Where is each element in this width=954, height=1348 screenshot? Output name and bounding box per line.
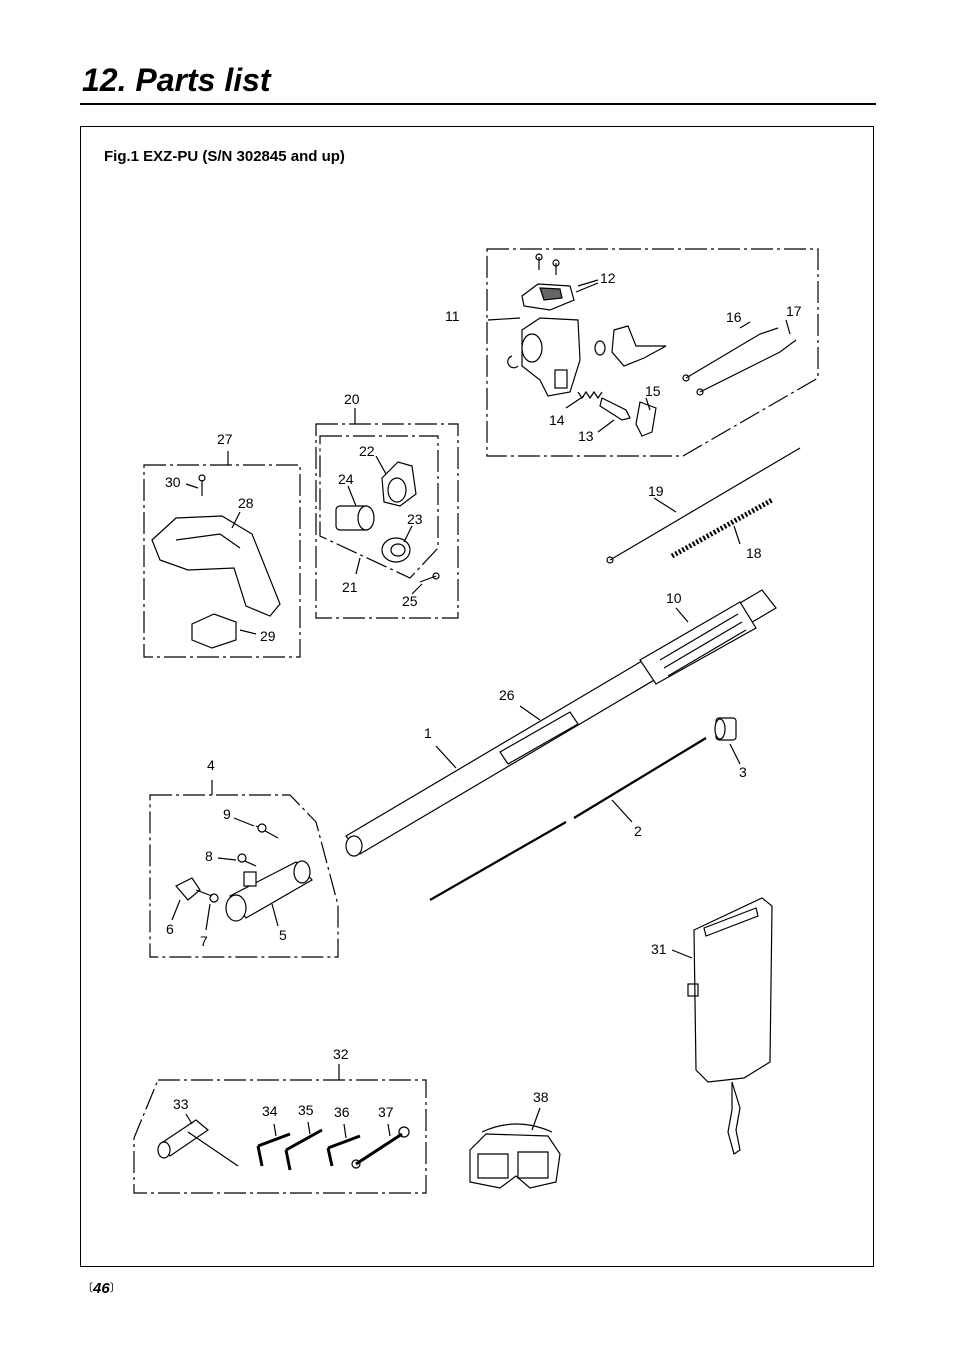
callout-36: 36 — [334, 1104, 350, 1120]
callout-32: 32 — [333, 1046, 349, 1062]
throttle-trigger — [611, 325, 667, 367]
callout-21: 21 — [342, 579, 358, 595]
wire-16 — [685, 327, 779, 379]
lock-pin-13 — [599, 397, 631, 421]
callout-1: 1 — [424, 725, 432, 741]
part-26-sticker — [499, 711, 579, 765]
group-box-27 — [143, 464, 301, 658]
callout-5: 5 — [279, 927, 287, 943]
rear-handle-group — [143, 451, 301, 658]
callout-9: 9 — [223, 806, 231, 822]
callout-16: 16 — [726, 309, 742, 325]
part-6-knob — [175, 877, 201, 901]
group-box-11 — [486, 248, 819, 457]
callout-37: 37 — [378, 1104, 394, 1120]
callout-31: 31 — [651, 941, 667, 957]
throttle-housing-group — [486, 248, 819, 457]
callout-33: 33 — [173, 1096, 189, 1112]
page-number: 〔46〕 — [82, 1280, 121, 1297]
part-35-hex-key — [284, 1128, 323, 1171]
callout-labels: 1 2 3 4 5 6 7 8 9 10 11 12 13 14 15 16 1… — [165, 270, 802, 1120]
callout-38: 38 — [533, 1089, 549, 1105]
callout-30: 30 — [165, 474, 181, 490]
callout-25: 25 — [402, 593, 418, 609]
callout-28: 28 — [238, 495, 254, 511]
part-23-ring — [381, 537, 411, 563]
shoulder-strap-group — [687, 897, 773, 1155]
title-rule — [80, 103, 876, 105]
callout-8: 8 — [205, 848, 213, 864]
callout-3: 3 — [739, 764, 747, 780]
callout-14: 14 — [549, 412, 565, 428]
part-37-spanner — [355, 1132, 403, 1166]
callout-7: 7 — [200, 933, 208, 949]
group-box-4 — [149, 794, 339, 958]
part-29-clamp — [191, 613, 237, 649]
figure-caption: Fig.1 EXZ-PU (S/N 302845 and up) — [104, 148, 345, 165]
callout-23: 23 — [407, 511, 423, 527]
coupling-group — [149, 780, 339, 958]
callout-4: 4 — [207, 757, 215, 773]
part-36-hex-key — [326, 1134, 361, 1167]
figure-frame — [80, 126, 874, 1267]
shaft-assembly — [345, 589, 777, 901]
callout-18: 18 — [746, 545, 762, 561]
callout-12: 12 — [600, 270, 616, 286]
callout-2: 2 — [634, 823, 642, 839]
callout-17: 17 — [786, 303, 802, 319]
part-19-cable — [609, 447, 801, 561]
callout-29: 29 — [260, 628, 276, 644]
callout-34: 34 — [262, 1103, 278, 1119]
tool-kit-group — [133, 1064, 427, 1194]
callout-22: 22 — [359, 443, 375, 459]
page-title: 12. Parts list — [82, 62, 271, 98]
leader-11 — [487, 317, 521, 321]
cable-parts — [606, 447, 801, 564]
part-18-sleeve — [670, 497, 774, 559]
goggles-group — [469, 1123, 561, 1189]
lever-15 — [635, 401, 657, 437]
callout-10: 10 — [666, 590, 682, 606]
part-2-drive-shaft — [429, 821, 567, 901]
callout-35: 35 — [298, 1102, 314, 1118]
part-31-strap — [693, 897, 773, 1083]
handle-clamp-group — [315, 408, 459, 619]
callout-24: 24 — [338, 471, 354, 487]
part-38-goggles — [469, 1133, 561, 1189]
group-box-32 — [133, 1079, 427, 1194]
callout-20: 20 — [344, 391, 360, 407]
callout-11: 11 — [445, 308, 460, 324]
callout-27: 27 — [217, 431, 233, 447]
wire-17 — [699, 339, 797, 393]
group-box-20 — [315, 423, 459, 619]
callout-26: 26 — [499, 687, 515, 703]
callout-13: 13 — [578, 428, 594, 444]
part-28-handle — [151, 515, 281, 617]
part-34-hex-key — [256, 1132, 291, 1167]
callout-19: 19 — [648, 483, 664, 499]
callout-15: 15 — [645, 383, 661, 399]
leader-lines — [171, 279, 791, 1139]
callout-6: 6 — [166, 921, 174, 937]
part-10-grip — [639, 601, 757, 685]
